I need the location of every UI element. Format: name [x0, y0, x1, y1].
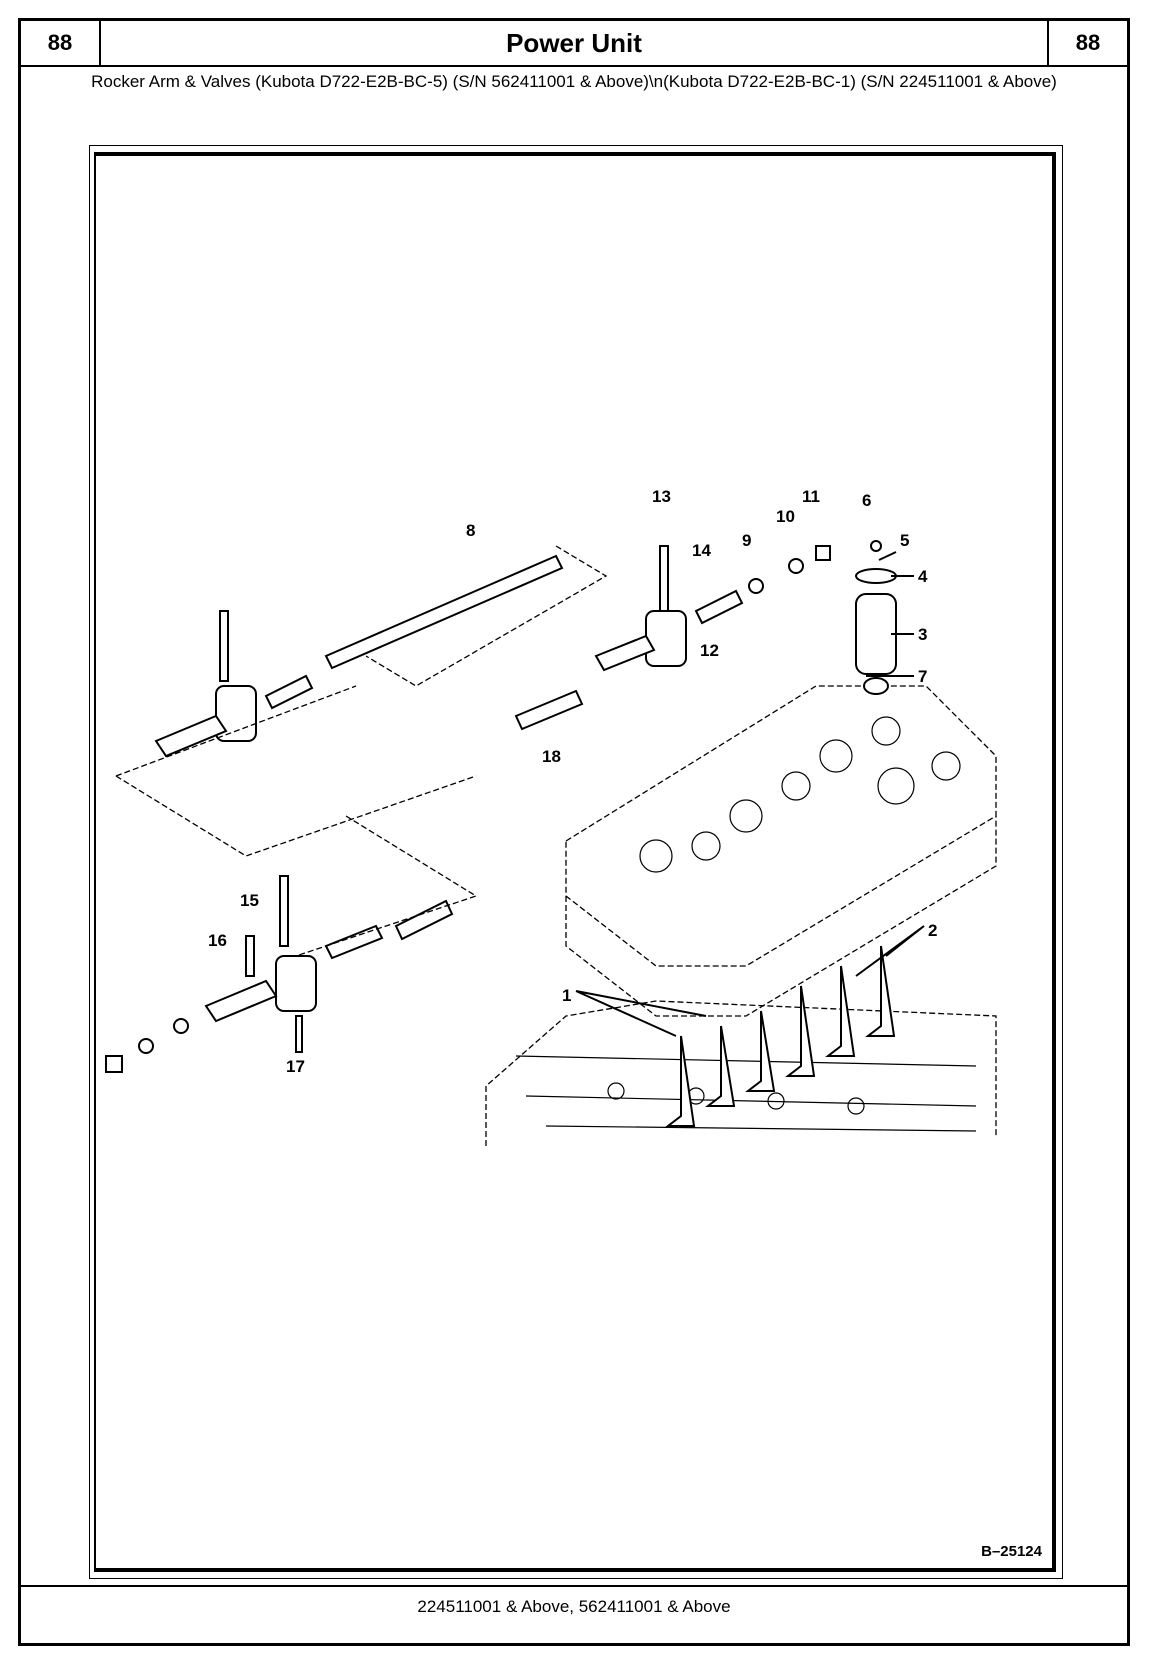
exploded-diagram: 1 2 3 4 5 6 7 8 9 10 11 12 13 14 15 16 1 — [94, 152, 1056, 1572]
callout-16: 16 — [208, 931, 227, 950]
callout-8: 8 — [466, 521, 475, 540]
figure-frame: 1 2 3 4 5 6 7 8 9 10 11 12 13 14 15 16 1 — [89, 145, 1063, 1579]
callout-5: 5 — [900, 531, 909, 550]
callout-15: 15 — [240, 891, 259, 910]
section-subtitle: Rocker Arm & Valves (Kubota D722-E2B-BC-… — [91, 72, 1057, 91]
parts-page: 88 Power Unit 88 Rocker Arm & Valves (Ku… — [18, 18, 1130, 1646]
figure-code: B–25124 — [981, 1543, 1042, 1560]
callout-14: 14 — [692, 541, 711, 560]
page-number-left: 88 — [21, 21, 101, 65]
engine-block-illustration — [485, 1000, 997, 1146]
upper-rocker-group — [115, 610, 477, 857]
callout-1: 1 — [562, 986, 571, 1005]
callout-labels: 1 2 3 4 5 6 7 8 9 10 11 12 13 14 15 16 1 — [208, 487, 937, 1076]
valve-spring-group — [855, 540, 897, 695]
callout-12: 12 — [700, 641, 719, 660]
callout-3: 3 — [918, 625, 927, 644]
callout-18: 18 — [542, 747, 561, 766]
page-header: 88 Power Unit 88 — [21, 21, 1127, 67]
callout-11: 11 — [802, 487, 820, 506]
callout-13: 13 — [652, 487, 671, 506]
valves-illustration — [665, 945, 896, 1127]
callout-2: 2 — [928, 921, 937, 940]
callout-9: 9 — [742, 531, 751, 550]
page-number-right: 88 — [1047, 21, 1127, 65]
rocker-shaft-illustration — [324, 545, 608, 687]
leader-lines — [575, 551, 925, 1037]
lower-rocker-group — [105, 815, 478, 1073]
callout-7: 7 — [918, 667, 927, 686]
serial-range-footer: 224511001 & Above, 562411001 & Above — [417, 1597, 731, 1616]
cylinder-head-illustration — [565, 685, 997, 1017]
page-title: Power Unit — [506, 27, 642, 58]
rocker-arm-valves-diagram: 1 2 3 4 5 6 7 8 9 10 11 12 13 14 15 16 1 — [105, 487, 997, 1146]
footer-divider — [21, 1585, 1127, 1587]
rocker-springs-illustration — [394, 689, 584, 941]
callout-10: 10 — [776, 507, 795, 526]
callout-17: 17 — [286, 1057, 305, 1076]
callout-6: 6 — [862, 491, 871, 510]
right-rocker-group — [594, 545, 831, 672]
callout-4: 4 — [918, 567, 928, 586]
